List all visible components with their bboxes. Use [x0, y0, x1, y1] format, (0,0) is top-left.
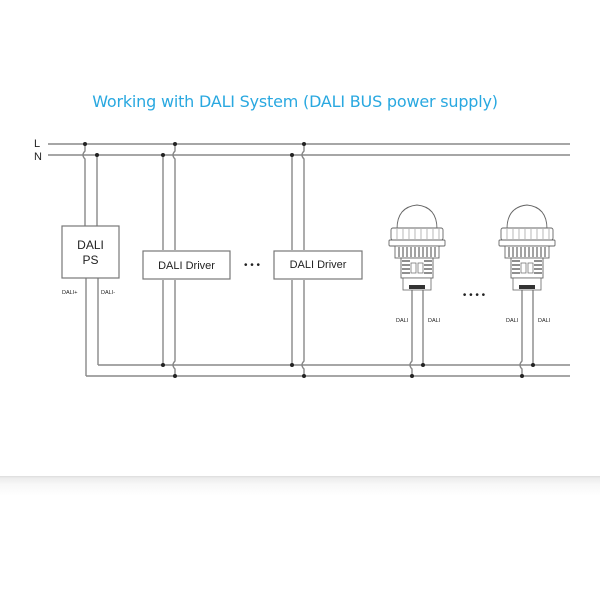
- sensor-terminal: DALI: [538, 318, 551, 324]
- section-divider-shadow: [0, 476, 600, 496]
- dali-driver-2: DALI Driver: [273, 250, 363, 280]
- sensor-ellipsis: • • • •: [463, 290, 486, 301]
- live-label: L: [34, 138, 40, 150]
- ps-label-line1: DALI: [77, 238, 104, 252]
- dali-sensor-2: [498, 204, 556, 291]
- ps-terminal-minus: DALI-: [101, 290, 115, 296]
- sensor-terminal: DALI: [396, 318, 409, 324]
- diagram-title: Working with DALI System (DALI BUS power…: [92, 92, 498, 111]
- dali-driver-1: DALI Driver: [142, 250, 231, 280]
- ps-label-line2: PS: [82, 253, 98, 267]
- driver-label: DALI Driver: [158, 260, 215, 272]
- driver-ellipsis: • • •: [244, 260, 261, 271]
- neutral-label: N: [34, 151, 42, 163]
- sensor-terminal: DALI: [506, 318, 519, 324]
- dali-power-supply: DALI PS: [61, 225, 120, 279]
- dali-sensor-1: [388, 204, 446, 291]
- driver-label: DALI Driver: [290, 259, 347, 271]
- ps-terminal-plus: DALI+: [62, 290, 77, 296]
- sensor-terminal: DALI: [428, 318, 441, 324]
